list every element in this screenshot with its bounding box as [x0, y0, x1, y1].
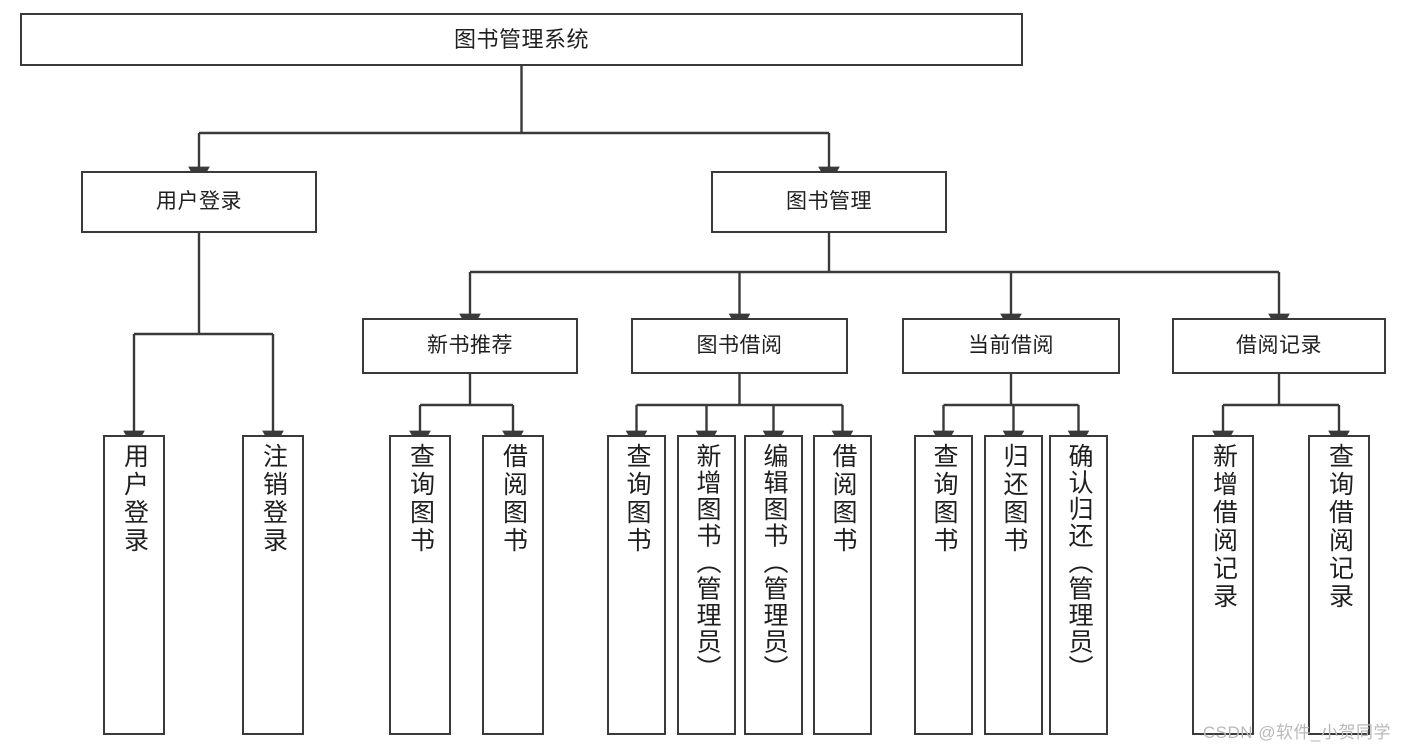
node-label: 编辑图书（管理员）	[760, 443, 788, 682]
node-label: 图书管理系统	[453, 26, 589, 52]
node-label: 注销登录	[259, 443, 288, 555]
node-label: 确认归还（管理员）	[1065, 443, 1093, 682]
node-bookmgmt[interactable]: 图书管理	[711, 171, 947, 233]
node-n1[interactable]: 查询图书	[389, 435, 451, 735]
node-label: 查询借阅记录	[1325, 443, 1354, 611]
node-c2[interactable]: 归还图书	[984, 435, 1043, 735]
node-label: 当前借阅	[968, 333, 1054, 357]
node-b4[interactable]: 借阅图书	[813, 435, 872, 735]
node-label: 用户登录	[120, 443, 149, 555]
node-current[interactable]: 当前借阅	[902, 318, 1120, 374]
node-l1[interactable]: 用户登录	[103, 435, 165, 735]
node-label: 图书借阅	[696, 333, 783, 357]
node-label: 新增借阅记录	[1209, 443, 1238, 611]
node-label: 新书推荐	[427, 333, 513, 357]
node-b1[interactable]: 查询图书	[607, 435, 666, 735]
node-label: 图书管理	[786, 189, 872, 213]
node-b3[interactable]: 编辑图书（管理员）	[744, 435, 803, 735]
node-root[interactable]: 图书管理系统	[20, 13, 1023, 66]
node-r2[interactable]: 查询借阅记录	[1308, 435, 1370, 735]
node-label: 查询图书	[930, 443, 958, 555]
node-c3[interactable]: 确认归还（管理员）	[1049, 435, 1108, 735]
node-label: 借阅记录	[1236, 333, 1322, 357]
node-newbook[interactable]: 新书推荐	[362, 318, 578, 374]
node-label: 查询图书	[623, 443, 651, 555]
node-label: 查询图书	[406, 443, 435, 555]
node-b2[interactable]: 新增图书（管理员）	[677, 435, 736, 735]
node-label: 用户登录	[156, 189, 242, 213]
watermark-text: CSDN @软件_小贺同学	[1202, 723, 1391, 742]
node-c1[interactable]: 查询图书	[914, 435, 973, 735]
node-label: 借阅图书	[829, 443, 857, 555]
node-record[interactable]: 借阅记录	[1172, 318, 1386, 374]
node-borrow[interactable]: 图书借阅	[631, 318, 848, 374]
node-l2[interactable]: 注销登录	[242, 435, 304, 735]
node-label: 借阅图书	[499, 443, 528, 555]
node-n2[interactable]: 借阅图书	[482, 435, 544, 735]
node-label: 归还图书	[1000, 443, 1028, 555]
node-login[interactable]: 用户登录	[81, 171, 317, 233]
node-r1[interactable]: 新增借阅记录	[1192, 435, 1254, 735]
node-label: 新增图书（管理员）	[693, 443, 721, 682]
